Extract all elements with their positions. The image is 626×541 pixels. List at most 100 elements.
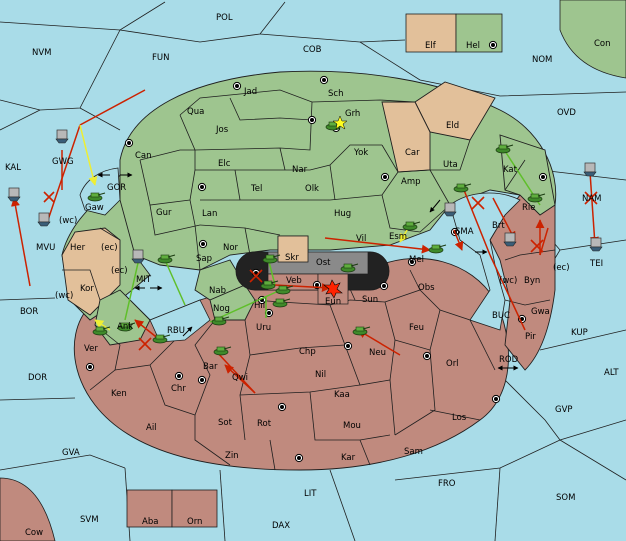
inner-water-gaw [79,167,121,216]
inner-water-sma [449,192,521,331]
label-amp: Amp [401,177,421,187]
army-unit-icon[interactable] [272,298,291,308]
label-uta: Uta [443,160,458,170]
fleet-unit-icon[interactable] [503,232,517,247]
label-wc3: (wc) [499,276,517,286]
fleet-unit-icon[interactable] [7,187,21,202]
label-sam: Sam [404,447,423,457]
army-unit-icon[interactable] [92,326,111,336]
label-mvu: MVU [36,243,55,253]
label-sun: Sun [362,295,378,305]
fleet-unit-icon[interactable] [583,162,597,177]
label-pir: Pir [525,332,536,342]
supply-center-dot [254,271,258,275]
label-eld: Eld [446,121,459,131]
label-orn: Orn [187,517,202,527]
army-unit-icon[interactable] [527,193,546,203]
army-unit-icon[interactable] [117,322,136,332]
label-nil: Nil [315,370,326,380]
label-ail: Ail [146,423,157,433]
supply-center-dot [410,260,414,264]
supply-center-dot [201,242,205,246]
label-nar: Nar [292,165,308,175]
army-unit-icon[interactable] [402,221,421,231]
label-orl: Orl [446,359,459,369]
army-unit-icon[interactable] [213,346,232,356]
army-unit-icon[interactable] [152,334,171,344]
fleet-unit-icon[interactable] [443,202,457,217]
island-elf [405,13,457,53]
label-kat: Kat [503,165,518,175]
label-fro: FRO [438,479,456,489]
label-dax: DAX [272,521,290,531]
label-ec2: (ec) [111,266,128,276]
label-bor: BOR [20,307,38,317]
supply-center-dot [346,344,350,348]
label-dor: DOR [28,373,47,383]
label-kar: Kar [341,453,356,463]
label-elf: Elf [425,41,437,51]
label-aba: Aba [142,517,158,527]
label-alt: ALT [604,368,619,378]
label-cob: COB [303,45,322,55]
label-kaa: Kaa [334,390,350,400]
label-som: SOM [556,493,575,503]
label-zin: Zin [225,451,239,461]
supply-center-dot [267,311,271,315]
label-svm: SVM [80,515,99,525]
label-nor: Nor [223,243,239,253]
army-unit-icon[interactable] [262,254,281,264]
label-lit: LIT [304,489,317,499]
fleet-unit-icon[interactable] [589,237,603,252]
supply-center-dot [177,374,181,378]
label-cow: Cow [25,528,43,538]
dislodged-explosion-icon [323,279,343,299]
label-jos: Jos [215,125,229,135]
army-unit-icon[interactable] [340,263,359,273]
supply-center-dot [310,118,314,122]
army-unit-icon[interactable] [495,144,514,154]
label-kal: KAL [5,163,21,173]
army-unit-icon[interactable] [453,183,472,193]
label-mel: Mel [409,255,424,265]
fleet-unit-icon[interactable] [131,249,145,264]
army-unit-icon[interactable] [428,244,447,254]
army-unit-icon[interactable] [275,285,294,295]
label-ank: Ank [117,322,133,332]
label-obs: Obs [418,283,435,293]
army-unit-icon[interactable] [211,316,230,326]
label-mit: MIT [136,275,152,285]
label-kor: Kor [80,284,94,294]
fleet-unit-icon[interactable] [37,212,51,227]
army-unit-icon[interactable] [87,192,106,202]
failure-marks [43,191,598,351]
label-gvp: GVP [555,405,573,415]
label-gva: GVA [62,448,80,458]
supply-center-dot [491,43,495,47]
label-bar: Bar [203,362,218,372]
label-yok: Yok [353,148,368,158]
label-wc1: (wc) [59,216,77,226]
supply-center-dot [88,365,92,369]
label-gur: Gur [156,208,172,218]
label-veb: Veb [286,276,302,286]
label-nom: NOM [532,55,552,65]
label-tei: TEI [589,259,603,269]
skr-region [277,235,309,263]
label-rbu: RBU [167,326,185,336]
fleet-unit-icon[interactable] [55,129,69,144]
label-lan: Lan [202,209,217,219]
province-labels: POLFUNCOBNVMNOMConOVDKALBORDORGVASVMLITD… [5,13,619,538]
label-hug: Hug [334,209,351,219]
label-sot: Sot [218,418,233,428]
label-qwi: Qwi [232,373,248,383]
supply-center-dot [494,397,498,401]
army-unit-icon[interactable] [352,326,371,336]
label-tel: Tel [250,184,262,194]
label-byn: Byn [524,276,540,286]
label-wc2: (wc) [55,291,73,301]
label-eun: Eun [325,297,341,307]
supply-center-dot [382,284,386,288]
army-unit-icon[interactable] [157,254,176,264]
army-unit-icon[interactable] [260,280,279,290]
